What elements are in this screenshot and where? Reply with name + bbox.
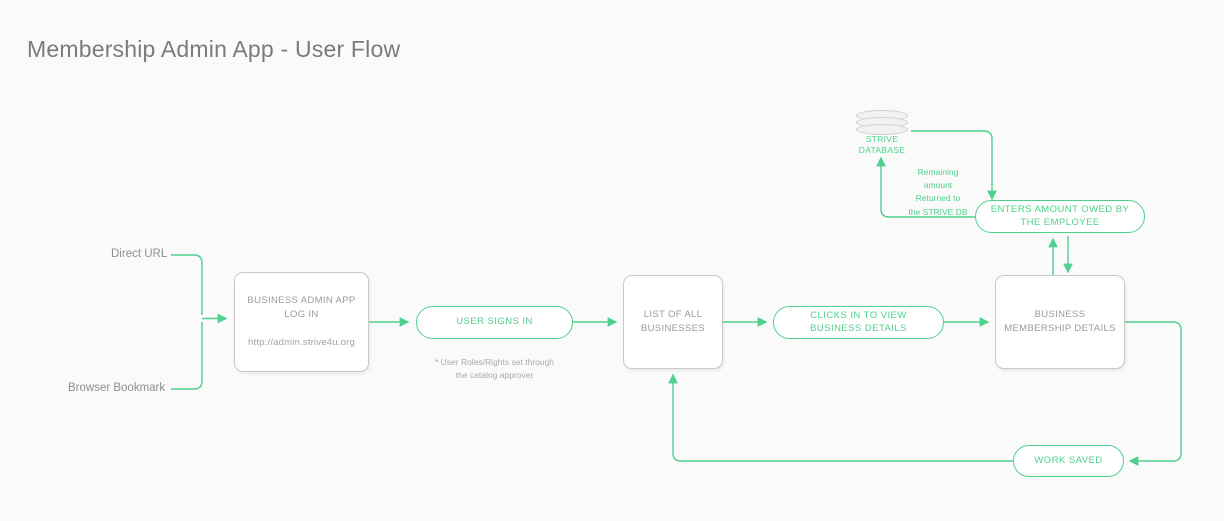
database-stack-icon <box>856 110 908 136</box>
node-enters-amount-owed[interactable]: ENTERS AMOUNT OWED BY THE EMPLOYEE <box>975 200 1145 233</box>
enters-amount-label: ENTERS AMOUNT OWED BY THE EMPLOYEE <box>990 203 1130 228</box>
node-user-signs-in[interactable]: USER SIGNS IN <box>416 306 573 339</box>
entry-label-direct-url: Direct URL <box>111 248 168 260</box>
entry-label-browser-bookmark: Browser Bookmark <box>68 382 166 394</box>
user-roles-footnote: * User Roles/Rights set through the cata… <box>434 357 555 380</box>
node-clicks-in-to-view-business-details[interactable]: CLICKS IN TO VIEW BUSINESS DETAILS <box>773 306 944 339</box>
list-label-line1: LIST OF ALL <box>643 309 703 321</box>
login-title-line1: BUSINESS ADMIN APP <box>247 295 356 307</box>
clicks-view-details-label: CLICKS IN TO VIEW BUSINESS DETAILS <box>810 309 907 334</box>
list-label-line2: BUSINESSES <box>640 323 706 334</box>
annotation-returned-to-strive-db: Remaining amount Returned to the STRIVE … <box>908 167 968 217</box>
user-signs-in-label: USER SIGNS IN <box>456 316 533 328</box>
membership-details-line1: BUSINESS <box>1034 309 1086 321</box>
node-business-membership-details[interactable]: BUSINESS MEMBERSHIP DETAILS <box>995 275 1125 369</box>
login-url: http://admin.strive4u.org <box>248 336 355 348</box>
work-saved-label: WORK SAVED <box>1034 454 1103 466</box>
node-list-of-all-businesses[interactable]: LIST OF ALL BUSINESSES <box>623 275 723 369</box>
database-label: STRIVE DATABASE <box>858 134 906 156</box>
node-business-admin-app-login[interactable]: BUSINESS ADMIN APP LOG IN http://admin.s… <box>234 272 369 372</box>
login-title-line2: LOG IN <box>284 309 319 321</box>
membership-details-line2: MEMBERSHIP DETAILS <box>1004 323 1116 334</box>
node-work-saved[interactable]: WORK SAVED <box>1013 445 1124 477</box>
page-title: Membership Admin App - User Flow <box>27 36 401 62</box>
